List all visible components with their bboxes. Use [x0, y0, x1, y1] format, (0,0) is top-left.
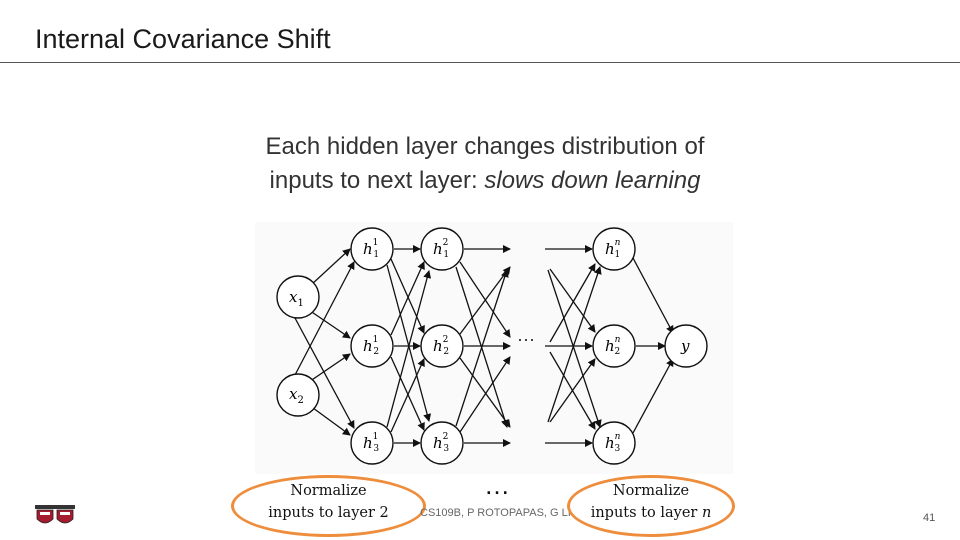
- university-logo: [35, 505, 75, 524]
- edge-x2-h11: [294, 261, 355, 376]
- node-x1: x1: [276, 275, 320, 319]
- edge-in-hn2-a: [549, 268, 596, 333]
- callout-right-text: Normalize inputs to layer n: [567, 480, 735, 524]
- edge-h11-h23: [386, 264, 432, 422]
- callout-left-line-2: inputs to layer 2: [268, 505, 389, 521]
- slide-footer: CS109B, P ROTOPAPAS, G LIC: [420, 507, 579, 519]
- edge-hn1-y: [632, 257, 674, 334]
- edge-in-hn3-a: [547, 269, 602, 428]
- edge-h12-h21: [390, 261, 425, 336]
- edge-h22-out-c: [459, 357, 511, 428]
- slide-subtitle: Each hidden layer changes distribution o…: [180, 130, 790, 198]
- svg-text:hn3: hn3: [605, 432, 621, 454]
- svg-text:h13: h13: [363, 432, 379, 454]
- node-y: y: [664, 324, 708, 368]
- callout-left-ellipse: [231, 475, 426, 537]
- edge-h13-h21: [386, 270, 432, 428]
- svg-text:h22: h22: [433, 335, 449, 357]
- edge-h13-h22: [390, 358, 425, 433]
- node-x2: x2: [276, 373, 320, 417]
- svg-text:hn1: hn1: [605, 238, 621, 260]
- edge-h23-out-a: [455, 269, 509, 427]
- svg-text:h12: h12: [363, 335, 379, 357]
- callout-right-line-2: inputs to layer n: [567, 502, 735, 524]
- callout-left-text: Normalize inputs to layer 2: [231, 480, 426, 524]
- edge-in-hn1-c: [547, 266, 602, 423]
- callout-right-line-1: Normalize: [612, 483, 690, 499]
- callout-right-ellipse: [567, 475, 735, 537]
- callout-right-line-2-math: n: [701, 505, 712, 521]
- svg-text:y: y: [680, 337, 690, 355]
- title-divider: [0, 62, 960, 63]
- layer-gap-ellipsis: ⋯: [517, 330, 535, 351]
- edge-x1-h13: [294, 317, 355, 429]
- subtitle-line-1: Each hidden layer changes distribution o…: [265, 133, 705, 160]
- subtitle-line-2-italic: slows down learning: [484, 167, 701, 194]
- edge-in-hn1-b: [549, 263, 596, 343]
- edge-hn3-y: [632, 358, 674, 434]
- svg-text:h21: h21: [433, 238, 449, 260]
- slide-title: Internal Covariance Shift: [35, 24, 331, 54]
- edge-h12-h23: [390, 356, 425, 431]
- svg-text:h11: h11: [363, 238, 379, 260]
- svg-text:x1: x1: [289, 288, 304, 309]
- subtitle-line-2-plain: inputs to next layer:: [269, 167, 485, 194]
- svg-text:x2: x2: [289, 385, 304, 406]
- edge-h11-h22: [390, 258, 425, 334]
- diagram-background: [255, 222, 733, 474]
- page-number: 41: [923, 512, 936, 524]
- middle-ellipsis: …: [484, 470, 511, 500]
- svg-text:hn2: hn2: [605, 335, 621, 357]
- edge-h23-out-b: [459, 356, 511, 433]
- edge-h22-out-a: [459, 266, 511, 335]
- callout-left-line-1: Normalize: [290, 483, 367, 499]
- svg-text:h23: h23: [433, 432, 449, 454]
- subtitle-line-2: inputs to next layer: slows down learnin…: [180, 164, 790, 198]
- edge-in-hn2-c: [549, 358, 596, 423]
- callout-right-line-2-plain: inputs to layer: [590, 505, 702, 521]
